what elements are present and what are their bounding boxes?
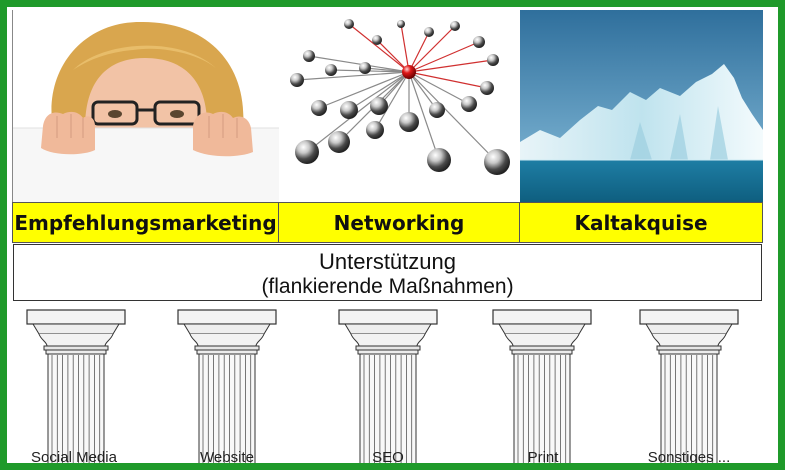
network-link	[408, 71, 498, 163]
network-link	[408, 71, 470, 105]
label-kaltakquise: Kaltakquise	[519, 202, 763, 243]
network-link	[306, 71, 410, 153]
network-link	[408, 59, 494, 73]
network-node	[340, 101, 358, 119]
label-networking: Networking	[278, 202, 520, 243]
network-link	[408, 25, 456, 73]
pillar-label-website: Website	[200, 449, 254, 466]
pillar-print	[485, 304, 599, 463]
pillar-seo	[331, 304, 445, 463]
network-node	[325, 64, 337, 76]
network-node	[484, 149, 510, 175]
network-link	[308, 55, 410, 73]
network-node	[366, 121, 384, 139]
label-empfehlungsmarketing: Empfehlungsmarketing	[12, 202, 279, 243]
network-link	[408, 71, 488, 89]
network-node	[372, 35, 382, 45]
support-title: Unterstützung	[319, 249, 456, 274]
network-node	[427, 148, 451, 172]
pillar-label-social-media: Social Media	[31, 449, 117, 466]
pillar-sonstiges	[632, 304, 746, 463]
pillar-label-print: Print	[527, 449, 559, 466]
network-link	[374, 71, 410, 131]
network-link	[348, 23, 410, 73]
pillar-label-seo: SEO	[372, 449, 404, 466]
pillar-website	[170, 304, 284, 463]
network-link	[296, 71, 410, 81]
pillar-label-sonstiges: Sonstiges ...	[647, 449, 731, 466]
network-link	[364, 67, 410, 73]
network-node	[473, 36, 485, 48]
iceberg-photo	[520, 10, 763, 208]
support-subtitle: (flankierende Maßnahmen)	[261, 275, 514, 298]
network-link	[376, 39, 410, 73]
network-node	[303, 50, 315, 62]
network-link	[348, 71, 410, 111]
network-node	[344, 19, 354, 29]
network-hub-node	[402, 65, 416, 79]
network-node	[328, 131, 350, 153]
network-node	[311, 100, 327, 116]
network-node	[295, 140, 319, 164]
network-node	[290, 73, 304, 87]
network-spheres-graphic	[279, 10, 519, 208]
network-link	[400, 23, 410, 73]
network-node	[450, 21, 460, 31]
pillar-social-media	[19, 304, 133, 463]
network-node	[397, 20, 405, 28]
network-node	[370, 97, 388, 115]
network-node	[399, 112, 419, 132]
network-node	[461, 96, 477, 112]
support-box: Unterstützung (flankierende Maßnahmen)	[13, 244, 762, 301]
network-link	[408, 71, 440, 161]
network-node	[359, 62, 371, 74]
network-node	[480, 81, 494, 95]
network-node	[487, 54, 499, 66]
woman-peeking-photo	[12, 10, 279, 208]
network-link	[318, 71, 410, 109]
network-link	[408, 31, 430, 73]
network-link	[408, 41, 480, 73]
network-node	[424, 27, 434, 37]
network-node	[429, 102, 445, 118]
